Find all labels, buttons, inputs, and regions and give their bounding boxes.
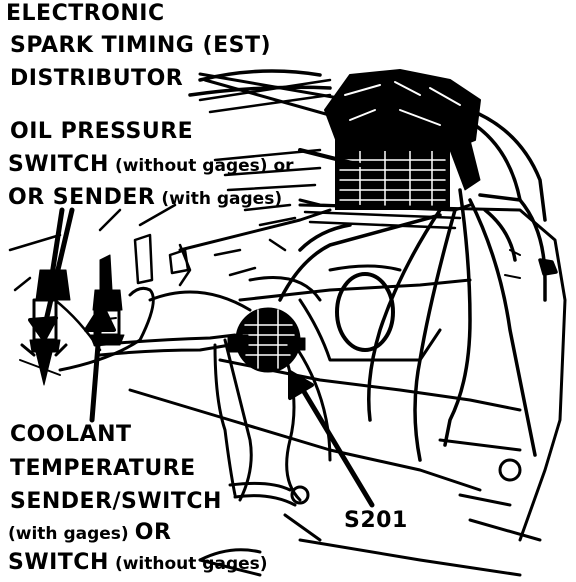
est-label-line3: DISTRIBUTOR [10,66,184,91]
engine-block [128,203,567,577]
leader-arrows [28,72,375,508]
coolant-label-line4: (with gages) OR [8,522,171,544]
spark-plug-wires [188,69,558,462]
s201-splice-graphic [227,307,306,373]
lower-hoses [198,481,322,562]
oil-label-line2-main: SWITCH [8,152,109,177]
distributor-graphic [298,69,481,230]
oil-label-line2-note: (without gages) or [114,156,294,176]
oil-pressure-switch-graphic [19,207,102,386]
oil-label-line2: SWITCH (without gages) or [8,154,294,176]
oil-label-line3: OR SENDER (with gages) [8,187,282,209]
coolant-harness [58,276,332,502]
coolant-label-line5: SWITCH (without gages) [8,552,268,574]
oil-label-line3-main: OR SENDER [8,185,156,210]
coolant-label-line2: TEMPERATURE [10,456,196,481]
est-label-line1: ELECTRONIC [6,1,165,26]
coolant-label-line1: COOLANT [10,422,132,447]
coolant-label-line4-note: (with gages) [8,524,129,544]
oil-label-line1: OIL PRESSURE [10,119,194,144]
oil-label-line3-note: (with gages) [161,189,283,209]
s201-label: S201 [344,508,408,533]
coolant-label-line3: SENDER/SWITCH [10,489,222,514]
est-label-line2: SPARK TIMING (EST) [10,33,272,58]
coolant-label-line5-main: SWITCH [8,550,109,575]
coolant-label-line4-main: OR [134,520,172,545]
coolant-label-line5-note: (without gages) [114,554,268,574]
